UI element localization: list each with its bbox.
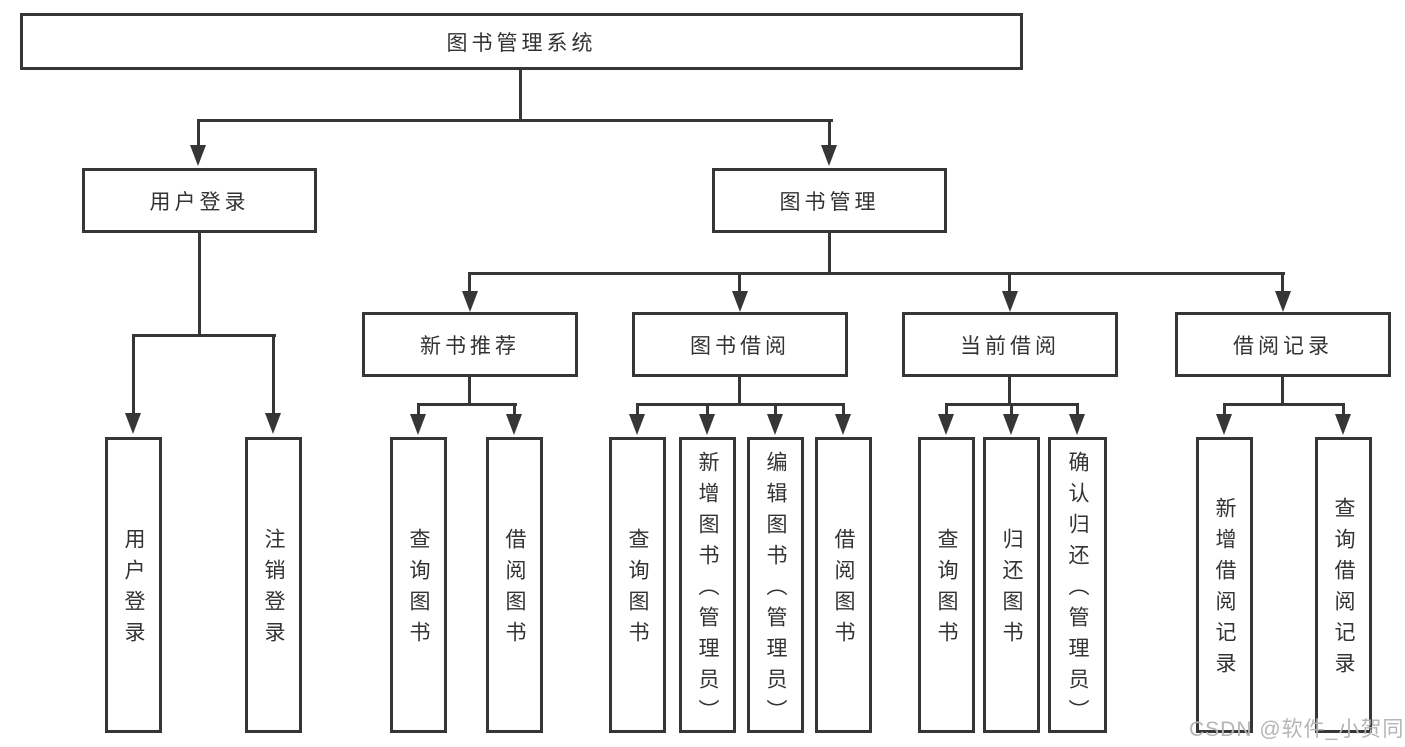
connector-nb-borrow-shaft	[513, 403, 516, 417]
leaf-nb-query-book-label: 查询图书	[407, 528, 430, 652]
leaf-logout: 注销登录	[245, 437, 302, 733]
arrow-down-user-login	[190, 145, 206, 166]
connector-book-mgmt-stem	[828, 233, 831, 275]
node-root-label: 图书管理系统	[446, 31, 597, 55]
connector-current-borrow-stem	[1008, 377, 1011, 406]
arrow-down-current-borrow	[1002, 291, 1018, 312]
leaf-bb-edit-book: 编辑图书（管理员）	[747, 437, 804, 733]
leaf-bb-query-book: 查询图书	[609, 437, 666, 733]
arrow-down-nb-borrow	[506, 414, 522, 435]
leaf-br-query-record-label: 查询借阅记录	[1332, 497, 1355, 683]
connector-book-borrow-shaft	[738, 272, 741, 294]
connector-user-login-shaft	[197, 119, 200, 149]
connector-book-borrow-stem	[738, 377, 741, 406]
leaf-nb-borrow-book: 借阅图书	[486, 437, 543, 733]
arrow-down-cb-confirm	[1069, 414, 1085, 435]
connector-bb-edit-shaft	[774, 403, 777, 417]
leaf-br-query-record: 查询借阅记录	[1315, 437, 1372, 733]
arrow-down-br-add	[1216, 414, 1232, 435]
arrow-down-bb-query	[629, 414, 645, 435]
connector-borrow-record-rail	[1223, 403, 1345, 406]
node-book-borrow: 图书借阅	[632, 312, 848, 377]
connector-nb-query-shaft	[417, 403, 420, 417]
connector-book-borrow-rail	[636, 403, 845, 406]
arrow-down-book-mgmt	[821, 145, 837, 166]
connector-current-borrow-shaft	[1008, 272, 1011, 294]
leaf-br-add-record: 新增借阅记录	[1196, 437, 1253, 733]
connector-bb-add-shaft	[706, 403, 709, 417]
connector-root-stem	[519, 70, 522, 122]
arrow-down-bb-borrow	[835, 414, 851, 435]
connector-new-book-rec-rail	[417, 403, 517, 406]
connector-book-mgmt-rail	[468, 272, 1285, 275]
node-current-borrow-label: 当前借阅	[960, 334, 1060, 358]
connector-bb-query-shaft	[636, 403, 639, 417]
connector-leaf-user-login-shaft	[132, 334, 135, 416]
leaf-cb-confirm-return-label: 确认归还（管理员）	[1066, 450, 1089, 730]
leaf-nb-query-book: 查询图书	[390, 437, 447, 733]
leaf-bb-edit-book-label: 编辑图书（管理员）	[764, 450, 787, 730]
leaf-user-login-label: 用户登录	[122, 528, 145, 652]
leaf-bb-borrow-book-label: 借阅图书	[832, 528, 855, 652]
arrow-down-book-borrow	[732, 291, 748, 312]
connector-borrow-record-shaft	[1281, 272, 1284, 294]
connector-cb-confirm-shaft	[1076, 403, 1079, 417]
node-book-borrow-label: 图书借阅	[690, 334, 790, 358]
node-new-book-rec-label: 新书推荐	[420, 334, 520, 358]
node-borrow-record-label: 借阅记录	[1233, 334, 1333, 358]
node-user-login: 用户登录	[82, 168, 317, 233]
connector-root-rail	[197, 119, 833, 122]
leaf-bb-add-book: 新增图书（管理员）	[679, 437, 736, 733]
connector-user-login-rail	[132, 334, 276, 337]
connector-borrow-record-stem	[1281, 377, 1284, 406]
csdn-watermark: CSDN @软件_小贺同学	[1189, 718, 1405, 741]
node-borrow-record: 借阅记录	[1175, 312, 1391, 377]
connector-book-mgmt-shaft	[828, 119, 831, 149]
leaf-bb-add-book-label: 新增图书（管理员）	[696, 450, 719, 730]
connector-cb-query-shaft	[945, 403, 948, 417]
node-user-login-label: 用户登录	[149, 190, 250, 214]
node-new-book-rec: 新书推荐	[362, 312, 578, 377]
connector-br-query-shaft	[1342, 403, 1345, 417]
arrow-down-leaf-logout	[265, 413, 281, 434]
node-book-mgmt: 图书管理	[712, 168, 947, 233]
arrow-down-cb-return	[1003, 414, 1019, 435]
connector-new-book-rec-shaft	[468, 272, 471, 294]
leaf-cb-confirm-return: 确认归还（管理员）	[1048, 437, 1107, 733]
arrow-down-new-book-rec	[462, 291, 478, 312]
leaf-cb-return-book: 归还图书	[983, 437, 1040, 733]
leaf-cb-query-book-label: 查询图书	[935, 528, 958, 652]
leaf-cb-query-book: 查询图书	[918, 437, 975, 733]
node-book-mgmt-label: 图书管理	[779, 190, 880, 214]
leaf-bb-borrow-book: 借阅图书	[815, 437, 872, 733]
node-root: 图书管理系统	[20, 13, 1023, 70]
leaf-br-add-record-label: 新增借阅记录	[1213, 497, 1236, 683]
leaf-logout-label: 注销登录	[262, 528, 285, 652]
arrow-down-br-query	[1335, 414, 1351, 435]
leaf-user-login: 用户登录	[105, 437, 162, 733]
arrow-down-leaf-user-login	[125, 413, 141, 434]
leaf-cb-return-book-label: 归还图书	[1000, 528, 1023, 652]
connector-bb-borrow-shaft	[842, 403, 845, 417]
arrow-down-nb-query	[410, 414, 426, 435]
arrow-down-borrow-record	[1275, 291, 1291, 312]
leaf-bb-query-book-label: 查询图书	[626, 528, 649, 652]
arrow-down-bb-add	[699, 414, 715, 435]
node-current-borrow: 当前借阅	[902, 312, 1118, 377]
connector-new-book-rec-stem	[468, 377, 471, 406]
connector-cb-return-shaft	[1010, 403, 1013, 417]
connector-leaf-logout-shaft	[272, 334, 275, 416]
connector-user-login-stem	[198, 233, 201, 337]
arrow-down-cb-query	[938, 414, 954, 435]
connector-br-add-shaft	[1223, 403, 1226, 417]
arrow-down-bb-edit	[767, 414, 783, 435]
leaf-nb-borrow-book-label: 借阅图书	[503, 528, 526, 652]
